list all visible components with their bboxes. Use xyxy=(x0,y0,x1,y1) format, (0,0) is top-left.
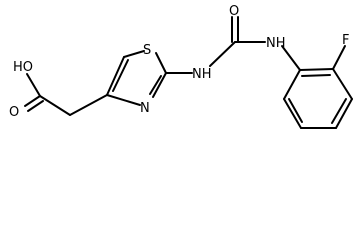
atom-labels: HO O S N NH O NH F xyxy=(9,4,349,120)
acid-carbonyl-oxygen-label: O xyxy=(9,105,19,120)
amine-nh-right-label: NH xyxy=(266,36,286,51)
bond-phenyl-5 xyxy=(283,98,302,129)
bond-phenyl-to-fluorine xyxy=(332,45,346,70)
bond-c5-s1 xyxy=(123,50,145,58)
bond-phenyl-inner-c xyxy=(288,98,303,123)
chemical-structure-diagram: HO O S N NH O NH F xyxy=(9,4,353,129)
bond-n3-c4 xyxy=(106,94,141,106)
bond-acid-carbon-to-ch2 xyxy=(39,95,71,116)
bond-phenyl-inner-b xyxy=(331,98,347,124)
bond-phenyl-2 xyxy=(332,68,353,100)
fluorine-label: F xyxy=(342,33,349,48)
bond-phenyl-3 xyxy=(335,98,353,129)
bond-oh-to-acid-carbon xyxy=(26,73,41,97)
bond-c2-n3 xyxy=(152,72,167,98)
bond-lines xyxy=(24,16,353,129)
bond-nh-to-phenyl xyxy=(281,45,301,71)
bond-c2-n3-inner xyxy=(149,75,162,95)
urea-carbonyl-oxygen-label: O xyxy=(229,4,239,19)
ring-sulfur-label: S xyxy=(143,43,151,58)
bond-c4-c5-inner xyxy=(112,59,129,92)
bond-phenyl-6 xyxy=(283,69,301,100)
ring-nitrogen-label: N xyxy=(140,101,150,116)
bond-ch2-to-ring-c4 xyxy=(69,94,108,116)
bond-phenyl-1 xyxy=(299,68,334,71)
bond-c4-c5 xyxy=(106,56,125,96)
bond-acid-carbon-to-o-double-a xyxy=(24,95,41,107)
bond-acid-carbon-to-o-double-b xyxy=(27,100,44,112)
bond-s1-c2 xyxy=(155,52,167,74)
bond-phenyl-inner-a xyxy=(301,74,331,77)
bond-nh-to-urea-carbon xyxy=(209,41,236,67)
amine-nh-left-label: NH xyxy=(192,67,212,82)
hydroxyl-label: HO xyxy=(13,60,33,75)
